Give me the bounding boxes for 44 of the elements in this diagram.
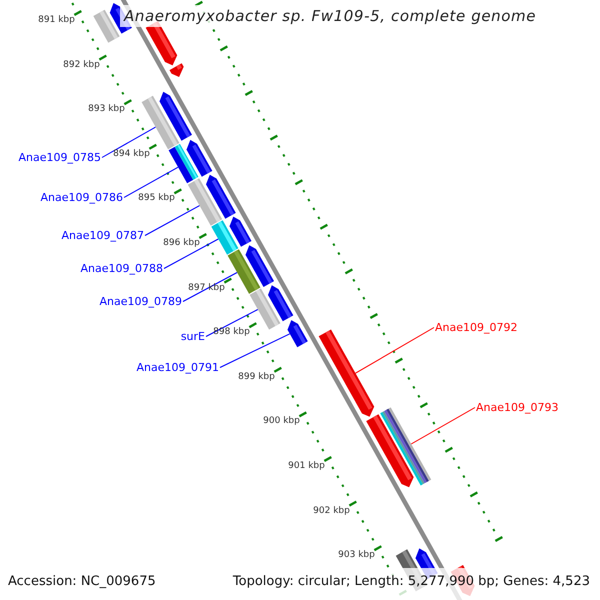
leader-line (410, 407, 476, 444)
gene-label: Anae109_0787 (62, 229, 144, 242)
gene-label: Anae109_0789 (100, 295, 182, 308)
gene-bar (268, 285, 294, 322)
scale-label: 902 kbp (313, 506, 350, 516)
scale-label: 893 kbp (88, 104, 125, 114)
footer-text: Topology: circular; Length: 5,277,990 bp; Genes: 4,523 (232, 574, 590, 589)
gene-bar (380, 407, 432, 486)
leader-line (355, 327, 434, 374)
footer-text: Accession: NC_009675 (8, 574, 156, 589)
gene-bar (246, 245, 274, 287)
leader-line (124, 166, 179, 198)
leader-line (206, 309, 258, 337)
gene-bar (206, 174, 236, 219)
gene-bar (160, 92, 192, 141)
scale-label: 897 kbp (188, 282, 225, 293)
scale-label: 903 kbp (338, 550, 375, 560)
scale-label: 892 kbp (63, 60, 100, 70)
scale-label: 901 kbp (288, 460, 325, 471)
leader-line (182, 272, 238, 302)
scale-label: 895 kbp (138, 193, 175, 204)
gene-bar (170, 63, 184, 77)
gene-label: Anae109_0786 (40, 191, 123, 204)
leader-line (164, 238, 219, 269)
leader-line (102, 126, 156, 158)
gene-label: Anae109_0785 (18, 151, 101, 164)
gene-label: Anae109_0793 (476, 401, 558, 414)
gene-bar (230, 216, 252, 247)
scale-label: 899 kbp (238, 372, 275, 382)
gene-bar (318, 330, 374, 417)
gene-bar (186, 140, 212, 177)
scale-label: 894 kbp (113, 148, 150, 159)
gene-bar (288, 320, 308, 348)
gene-label: Anae109_0791 (136, 361, 219, 374)
scale-label: 898 kbp (213, 327, 250, 338)
leader-line (144, 205, 200, 236)
gene-label: Anae109_0792 (435, 321, 518, 334)
scale-label: 900 kbp (263, 416, 300, 426)
leader-line (220, 333, 290, 368)
gene-bar (93, 10, 120, 43)
gene-label: Anae109_0788 (80, 262, 163, 275)
scale-label: 896 kbp (163, 238, 200, 248)
gene-label: surE (180, 330, 205, 343)
scale-label: 891 kbp (38, 14, 75, 25)
